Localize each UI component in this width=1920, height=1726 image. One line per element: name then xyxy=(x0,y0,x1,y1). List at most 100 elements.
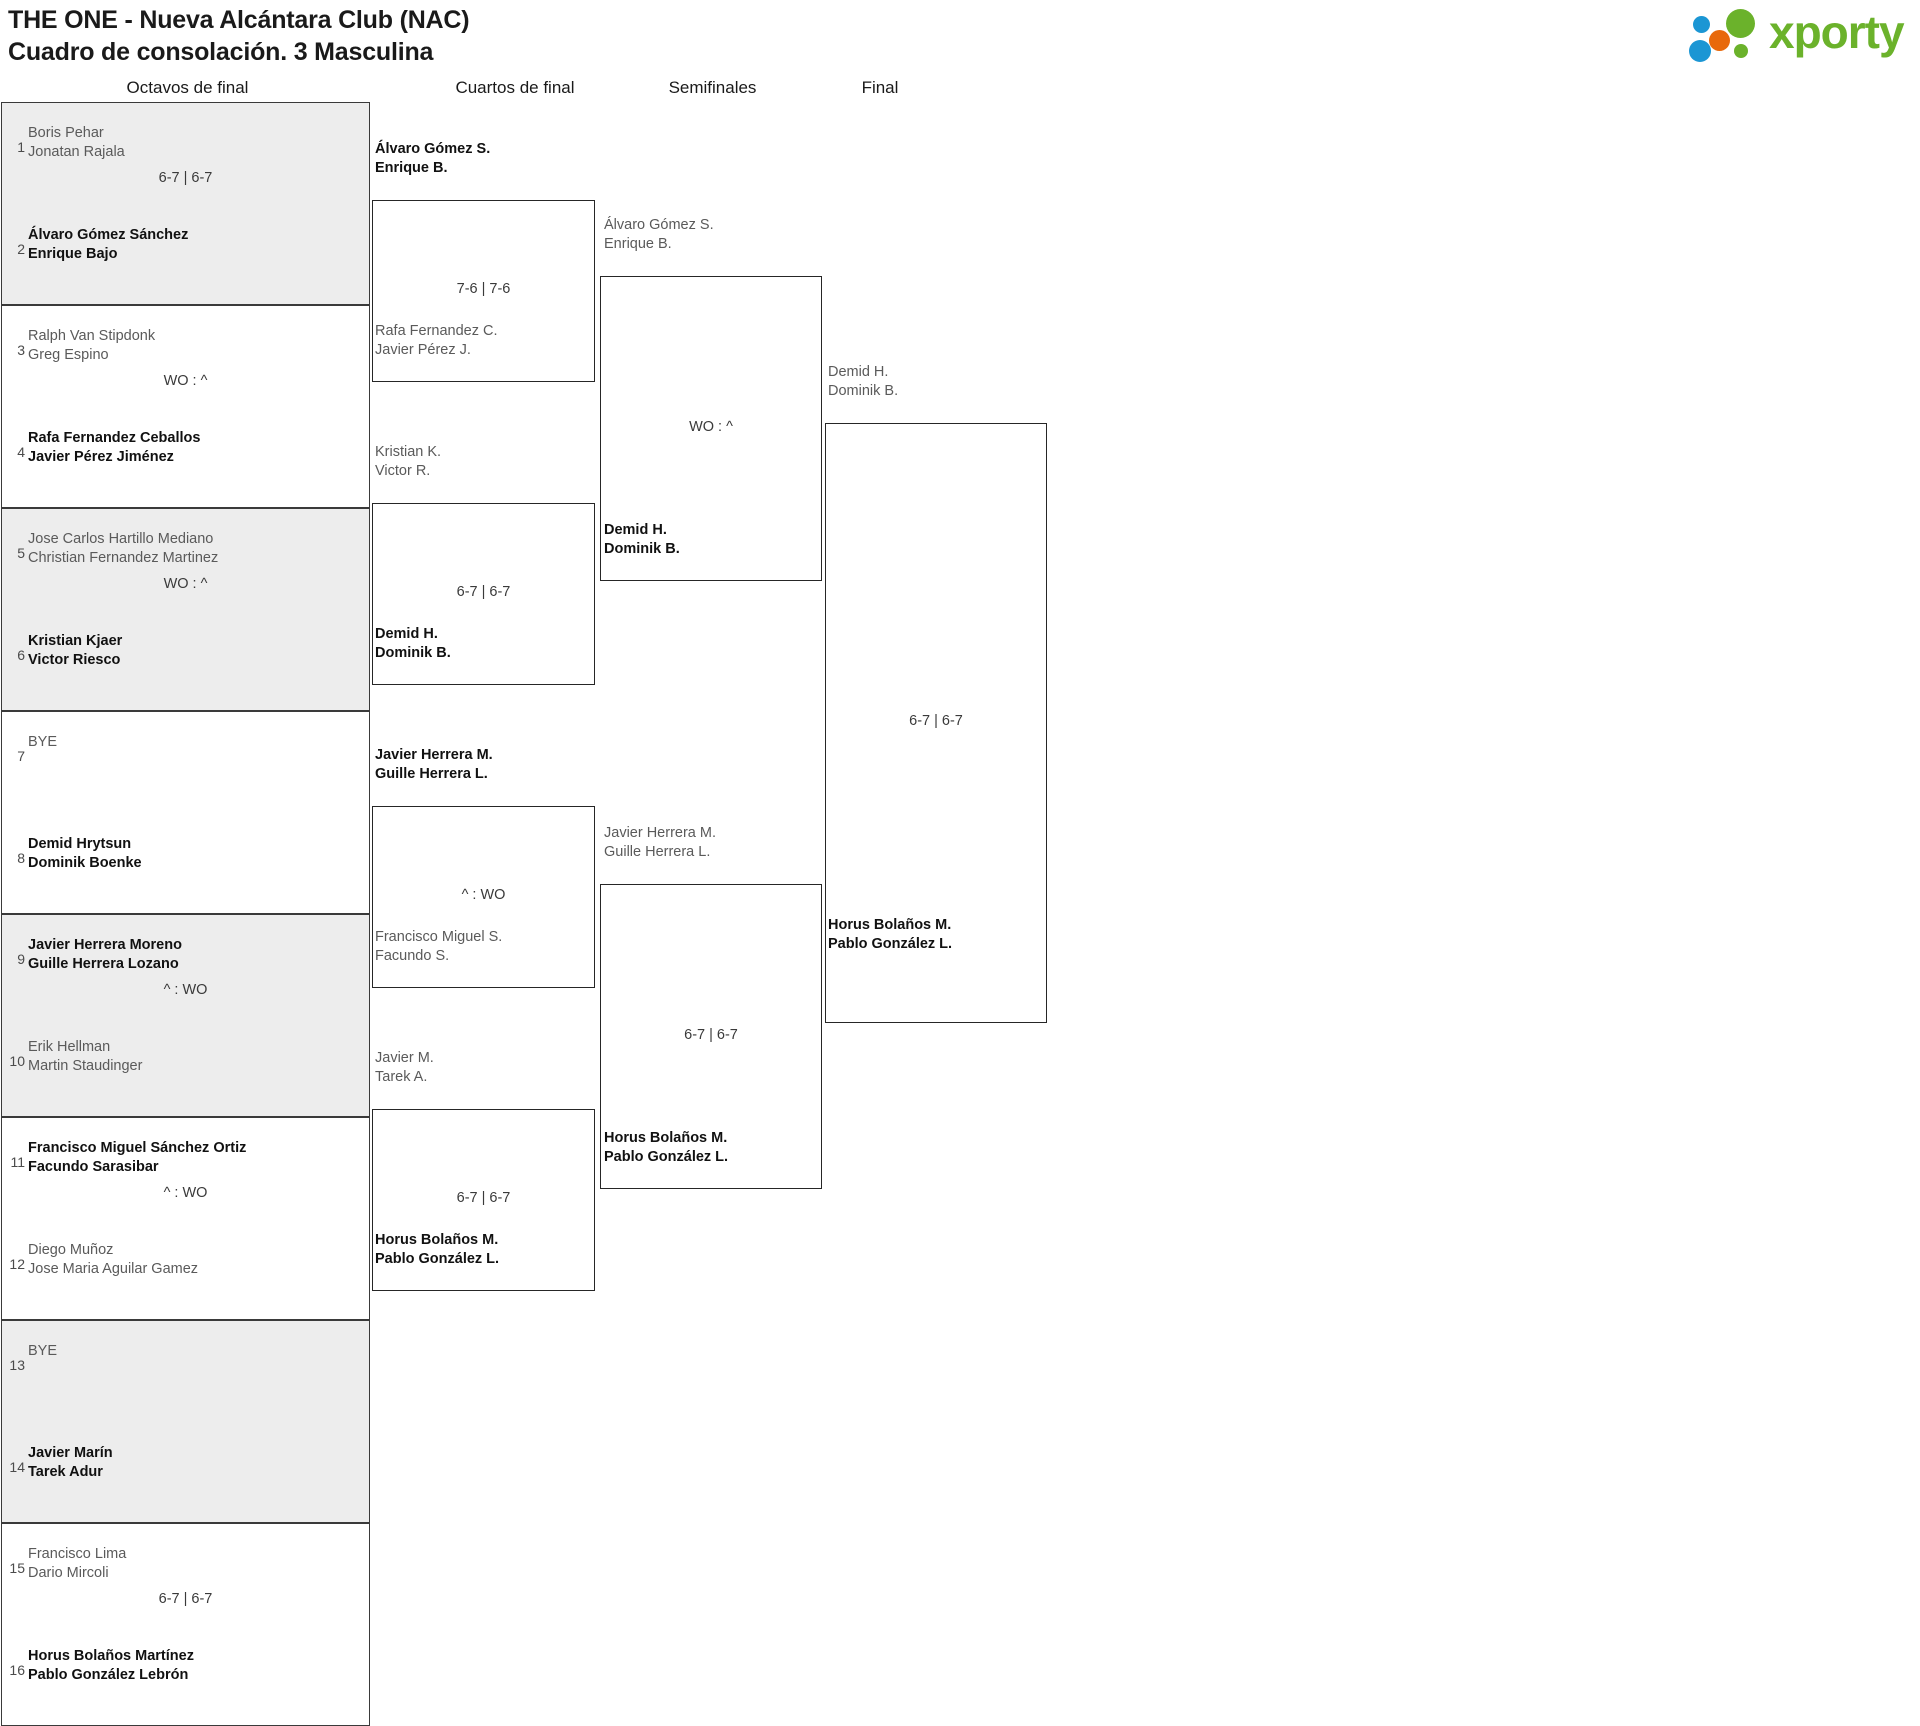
round-header-cuartos: Cuartos de final xyxy=(455,78,575,97)
player-name: Dominik B. xyxy=(828,383,899,399)
player-name: Victor R. xyxy=(375,463,431,479)
round-header-final: Final xyxy=(861,78,899,97)
bracket-subtitle: Cuadro de consolación. 3 Masculina xyxy=(8,38,434,66)
round1-match[interactable] xyxy=(1,508,370,711)
player-name: Demid H. xyxy=(604,522,667,538)
seed-number: 5 xyxy=(17,545,25,561)
xporty-logo: xporty xyxy=(1687,6,1905,62)
player-name: Pablo González L. xyxy=(375,1251,500,1267)
player-name: Francisco Miguel Sánchez Ortiz xyxy=(28,1140,247,1156)
round1-match[interactable] xyxy=(1,1320,370,1523)
round3-top-team[interactable]: Javier Herrera M. Guille Herrera L. xyxy=(604,824,716,862)
player-name: Dominik B. xyxy=(375,645,451,661)
seed-number: 12 xyxy=(9,1255,25,1272)
seed-number: 4 xyxy=(17,443,25,460)
seed-number: 11 xyxy=(10,1154,25,1170)
player-name: Álvaro Gómez S. xyxy=(375,141,491,157)
logo-dot-orange xyxy=(1709,30,1730,51)
round3-top-team[interactable]: Álvaro Gómez S.Enrique B. xyxy=(604,216,714,254)
round2-bottom-team[interactable]: Horus Bolaños M. Pablo González L. xyxy=(375,1231,499,1269)
player-name: Jonatan Rajala xyxy=(28,144,125,160)
player-name: Guille Herrera L. xyxy=(604,844,711,860)
round1-top-team[interactable]: BYE xyxy=(28,1342,57,1361)
round2-top-team[interactable]: Kristian K.Victor R. xyxy=(375,443,441,481)
player-name: Horus Bolaños Martínez xyxy=(28,1647,194,1664)
round4-top-team[interactable]: Demid H. Dominik B. xyxy=(828,363,898,401)
round1-match[interactable] xyxy=(1,102,370,305)
seed-number: 15 xyxy=(9,1560,25,1576)
match-score: 6-7 | 6-7 xyxy=(909,713,963,729)
round2-top-team[interactable]: Álvaro Gómez S. Enrique B. xyxy=(375,140,490,178)
player-name: Javier M. xyxy=(375,1050,434,1066)
round3-bottom-team[interactable]: Horus Bolaños M.Pablo González L. xyxy=(604,1129,728,1167)
player-name: Tarek Adur xyxy=(28,1463,103,1480)
match-score: 7-6 | 7-6 xyxy=(456,281,511,297)
player-name: BYE xyxy=(28,734,58,750)
logo-dot-green-small xyxy=(1734,44,1748,58)
seed-number: 14 xyxy=(9,1458,25,1475)
player-name: Boris Pehar xyxy=(28,125,104,141)
player-name: Horus Bolaños M. xyxy=(375,1232,499,1248)
player-name: Dominik Boenke xyxy=(28,854,142,871)
round1-match[interactable] xyxy=(1,711,370,914)
round2-bottom-team[interactable]: Rafa Fernandez C. Javier Pérez J. xyxy=(375,322,498,360)
player-name: Álvaro Gómez S. xyxy=(604,217,714,233)
player-name: Francisco Miguel S. xyxy=(375,929,503,945)
player-name: Rafa Fernandez Ceballos xyxy=(28,429,201,446)
player-name: Martin Staudinger xyxy=(28,1057,143,1074)
tournament-name: THE ONE - Nueva Alcántara Club (NAC) xyxy=(8,6,470,34)
match-connector-box xyxy=(372,200,595,382)
player-name: Diego Muñoz xyxy=(28,1241,114,1258)
player-name: Javier Pérez J. xyxy=(375,342,471,358)
match-connector-box xyxy=(600,884,822,1189)
round2-bottom-team[interactable]: Francisco Miguel S.Facundo S. xyxy=(375,928,502,966)
round3-bottom-team[interactable]: Demid H. Dominik B. xyxy=(604,521,680,559)
seed-number: 16 xyxy=(9,1661,25,1678)
round1-top-team[interactable]: BYE xyxy=(28,733,57,752)
player-name: Demid H. xyxy=(375,626,438,642)
round4-bottom-team[interactable]: Horus Bolaños M.Pablo González L. xyxy=(828,916,952,954)
round1-match[interactable] xyxy=(1,305,370,508)
player-name: Dominik B. xyxy=(604,541,680,557)
player-name: Rafa Fernandez C. xyxy=(375,323,498,339)
seed-number: 6 xyxy=(17,646,25,663)
seed-number: 8 xyxy=(17,849,25,866)
match-score: ^ : WO xyxy=(461,887,506,903)
player-name: Dario Mircoli xyxy=(28,1565,109,1581)
player-name: Ralph Van Stipdonk xyxy=(28,328,156,344)
round1-match[interactable] xyxy=(1,914,370,1117)
match-connector-box xyxy=(372,503,595,685)
player-name: Javier Herrera M. xyxy=(604,825,716,841)
match-score: ^ : WO xyxy=(163,1185,208,1201)
player-name: Guille Herrera L. xyxy=(375,766,488,782)
player-name: Pablo González L. xyxy=(604,1149,729,1165)
player-name: Javier Herrera Moreno xyxy=(28,937,182,953)
player-name: Enrique B. xyxy=(375,160,448,176)
round2-top-team[interactable]: Javier M.Tarek A. xyxy=(375,1049,434,1087)
round-header-semis: Semifinales xyxy=(668,78,757,97)
round1-match[interactable] xyxy=(1,1117,370,1320)
player-name: Francisco Lima xyxy=(28,1546,127,1562)
player-name: Demid H. xyxy=(828,364,889,380)
player-name: Horus Bolaños M. xyxy=(828,917,952,933)
match-score: 6-7 | 6-7 xyxy=(158,1591,213,1607)
round2-top-team[interactable]: Javier Herrera M.Guille Herrera L. xyxy=(375,746,493,784)
round2-bottom-team[interactable]: Demid H. Dominik B. xyxy=(375,625,451,663)
page-title: THE ONE - Nueva Alcántara Club (NAC) Cua… xyxy=(8,4,470,68)
match-score: 6-7 | 6-7 xyxy=(456,1190,511,1206)
logo-dot-blue-small xyxy=(1693,16,1710,33)
